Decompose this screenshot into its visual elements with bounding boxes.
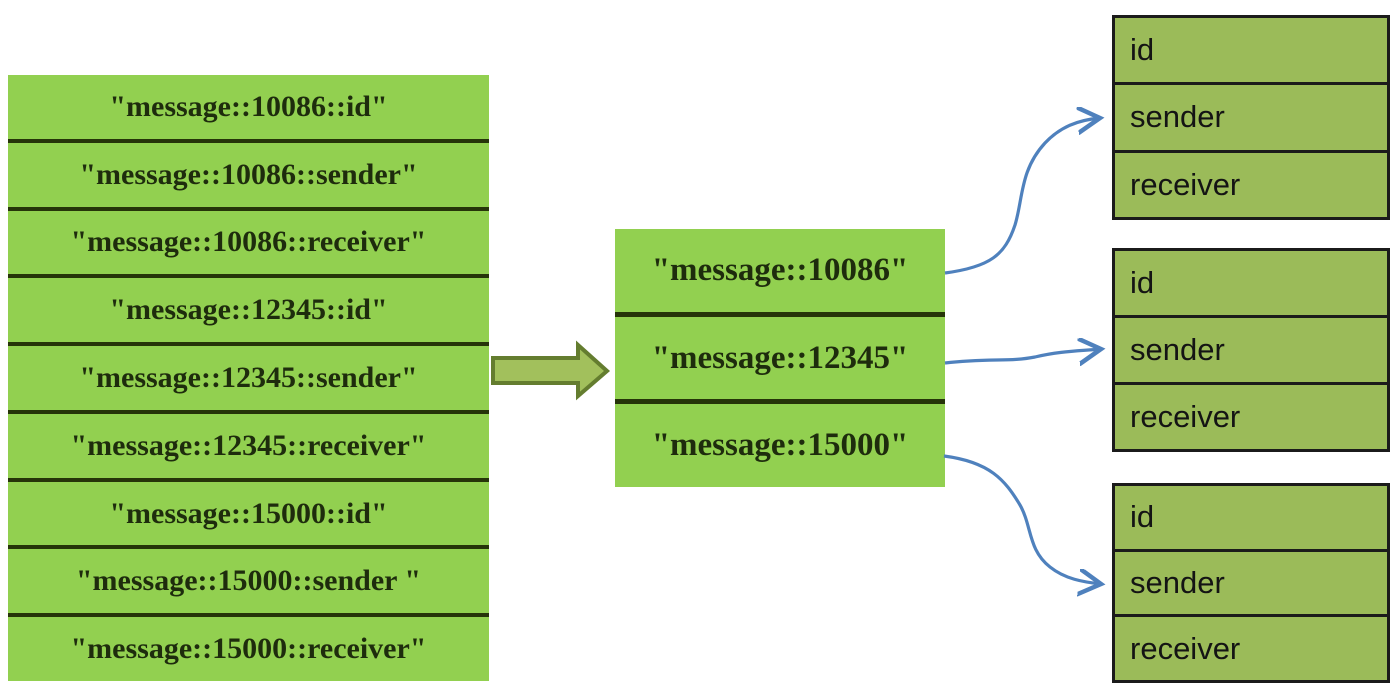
- connector-arrow-middle-icon: [944, 349, 1101, 363]
- flat-key-cell: "message::15000::sender ": [8, 545, 489, 614]
- field-row-id: id: [1115, 251, 1387, 315]
- flat-key-cell: "message::12345::sender": [8, 342, 489, 410]
- hash-key-cell: "message::15000": [615, 399, 945, 488]
- flat-key-cell: "message::12345::receiver": [8, 409, 489, 478]
- hash-field-table-15000: id sender receiver: [1112, 483, 1390, 683]
- flat-keys-panel: "message::10086::id" "message::10086::se…: [8, 75, 489, 682]
- flat-key-cell: "message::15000::receiver": [8, 613, 489, 682]
- hash-connectors: [943, 95, 1120, 600]
- transform-arrow-icon: [491, 340, 611, 401]
- field-row-receiver: receiver: [1115, 149, 1387, 217]
- flat-key-cell: "message::12345::id": [8, 274, 489, 343]
- hash-keys-panel: "message::10086" "message::12345" "messa…: [615, 229, 945, 488]
- field-row-sender: sender: [1115, 315, 1387, 382]
- field-row-sender: sender: [1115, 548, 1387, 615]
- connector-arrow-top-icon: [944, 118, 1100, 275]
- flat-key-cell: "message::10086::id": [8, 75, 489, 139]
- field-row-sender: sender: [1115, 82, 1387, 150]
- field-row-id: id: [1115, 486, 1387, 549]
- flat-key-cell: "message::10086::sender": [8, 138, 489, 207]
- field-row-id: id: [1115, 18, 1387, 83]
- field-row-receiver: receiver: [1115, 614, 1387, 681]
- hash-key-cell: "message::10086": [615, 229, 945, 312]
- hash-key-cell: "message::12345": [615, 311, 945, 400]
- connector-arrow-bottom-icon: [943, 454, 1101, 584]
- flat-key-cell: "message::15000::id": [8, 477, 489, 546]
- hash-field-table-12345: id sender receiver: [1112, 248, 1390, 452]
- hash-field-table-10086: id sender receiver: [1112, 15, 1390, 220]
- flat-key-cell: "message::10086::receiver": [8, 206, 489, 275]
- field-row-receiver: receiver: [1115, 382, 1387, 449]
